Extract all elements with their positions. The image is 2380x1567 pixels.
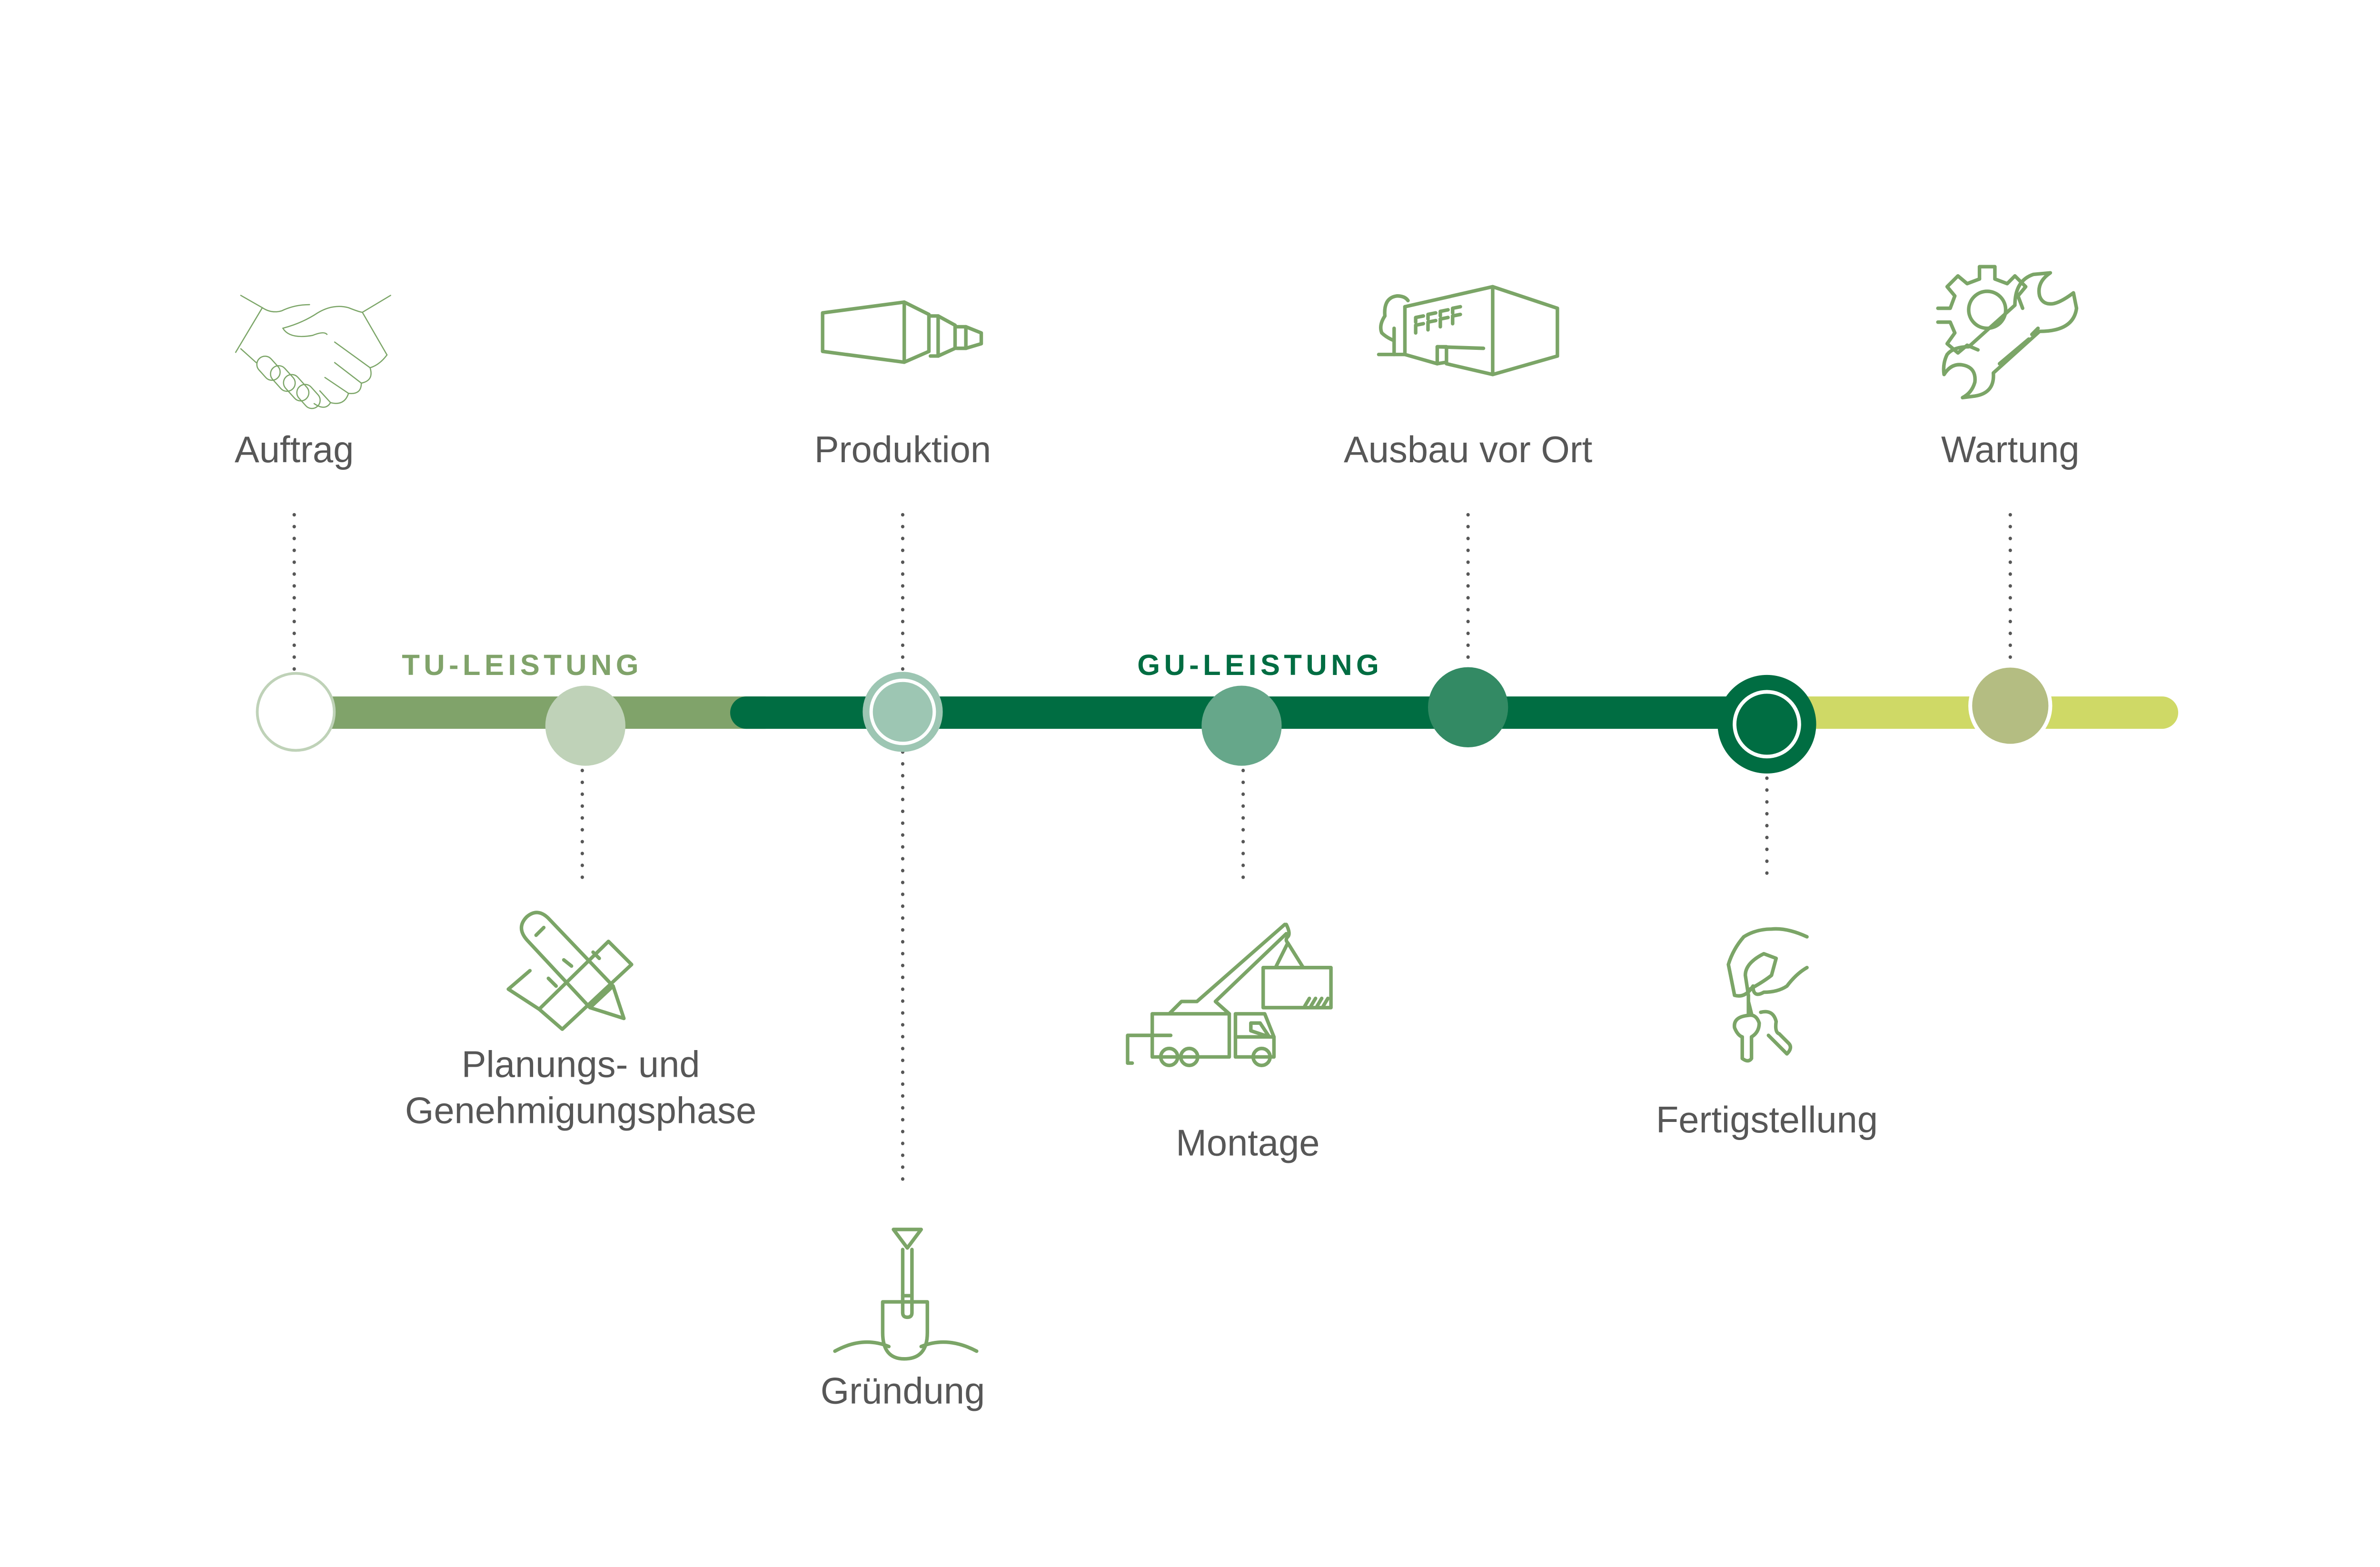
stage-label-planung-line2: Genehmigungsphase: [405, 1091, 756, 1131]
gu-leistung-label: GU-LEISTUNG: [1137, 649, 1383, 682]
ruler-pencil-icon: [506, 911, 634, 1031]
tu-leistung-bar: [296, 696, 766, 729]
shovel-icon: [833, 1228, 979, 1361]
stage-label-ausbau: Ausbau vor Ort: [1344, 429, 1592, 470]
node-planung[interactable]: [545, 685, 625, 766]
gear-wrench-icon: [1936, 265, 2079, 400]
node-fertigstellung[interactable]: [1717, 674, 1816, 774]
stage-label-wartung: Wartung: [1941, 429, 2080, 470]
stage-label-montage: Montage: [1176, 1123, 1319, 1164]
node-wartung[interactable]: [1968, 664, 2053, 748]
handshake-icon: [235, 295, 391, 409]
hand-keys-icon: [1726, 927, 1809, 1063]
building-icon: [1377, 285, 1559, 377]
node-montage[interactable]: [1201, 685, 1282, 766]
factory-module-icon: [821, 300, 983, 364]
stage-label-gruendung: Gründung: [821, 1371, 985, 1412]
crane-truck-icon: [1126, 922, 1333, 1067]
stage-label-produktion: Produktion: [814, 429, 991, 470]
stage-icons: [235, 265, 2079, 1361]
stage-label-planung-line1: Planungs- und: [462, 1044, 700, 1085]
tu-leistung-label: TU-LEISTUNG: [402, 649, 643, 682]
node-ausbau[interactable]: [1428, 667, 1508, 747]
timeline-nodes: [256, 664, 2053, 774]
node-produktion[interactable]: [863, 672, 943, 752]
connector-lines: [292, 513, 2012, 1191]
stage-label-auftrag: Auftrag: [235, 429, 354, 470]
wartung-bar: [1756, 696, 2179, 729]
stage-label-fertigstellung: Fertigstellung: [1656, 1100, 1878, 1141]
node-auftrag[interactable]: [256, 672, 336, 752]
